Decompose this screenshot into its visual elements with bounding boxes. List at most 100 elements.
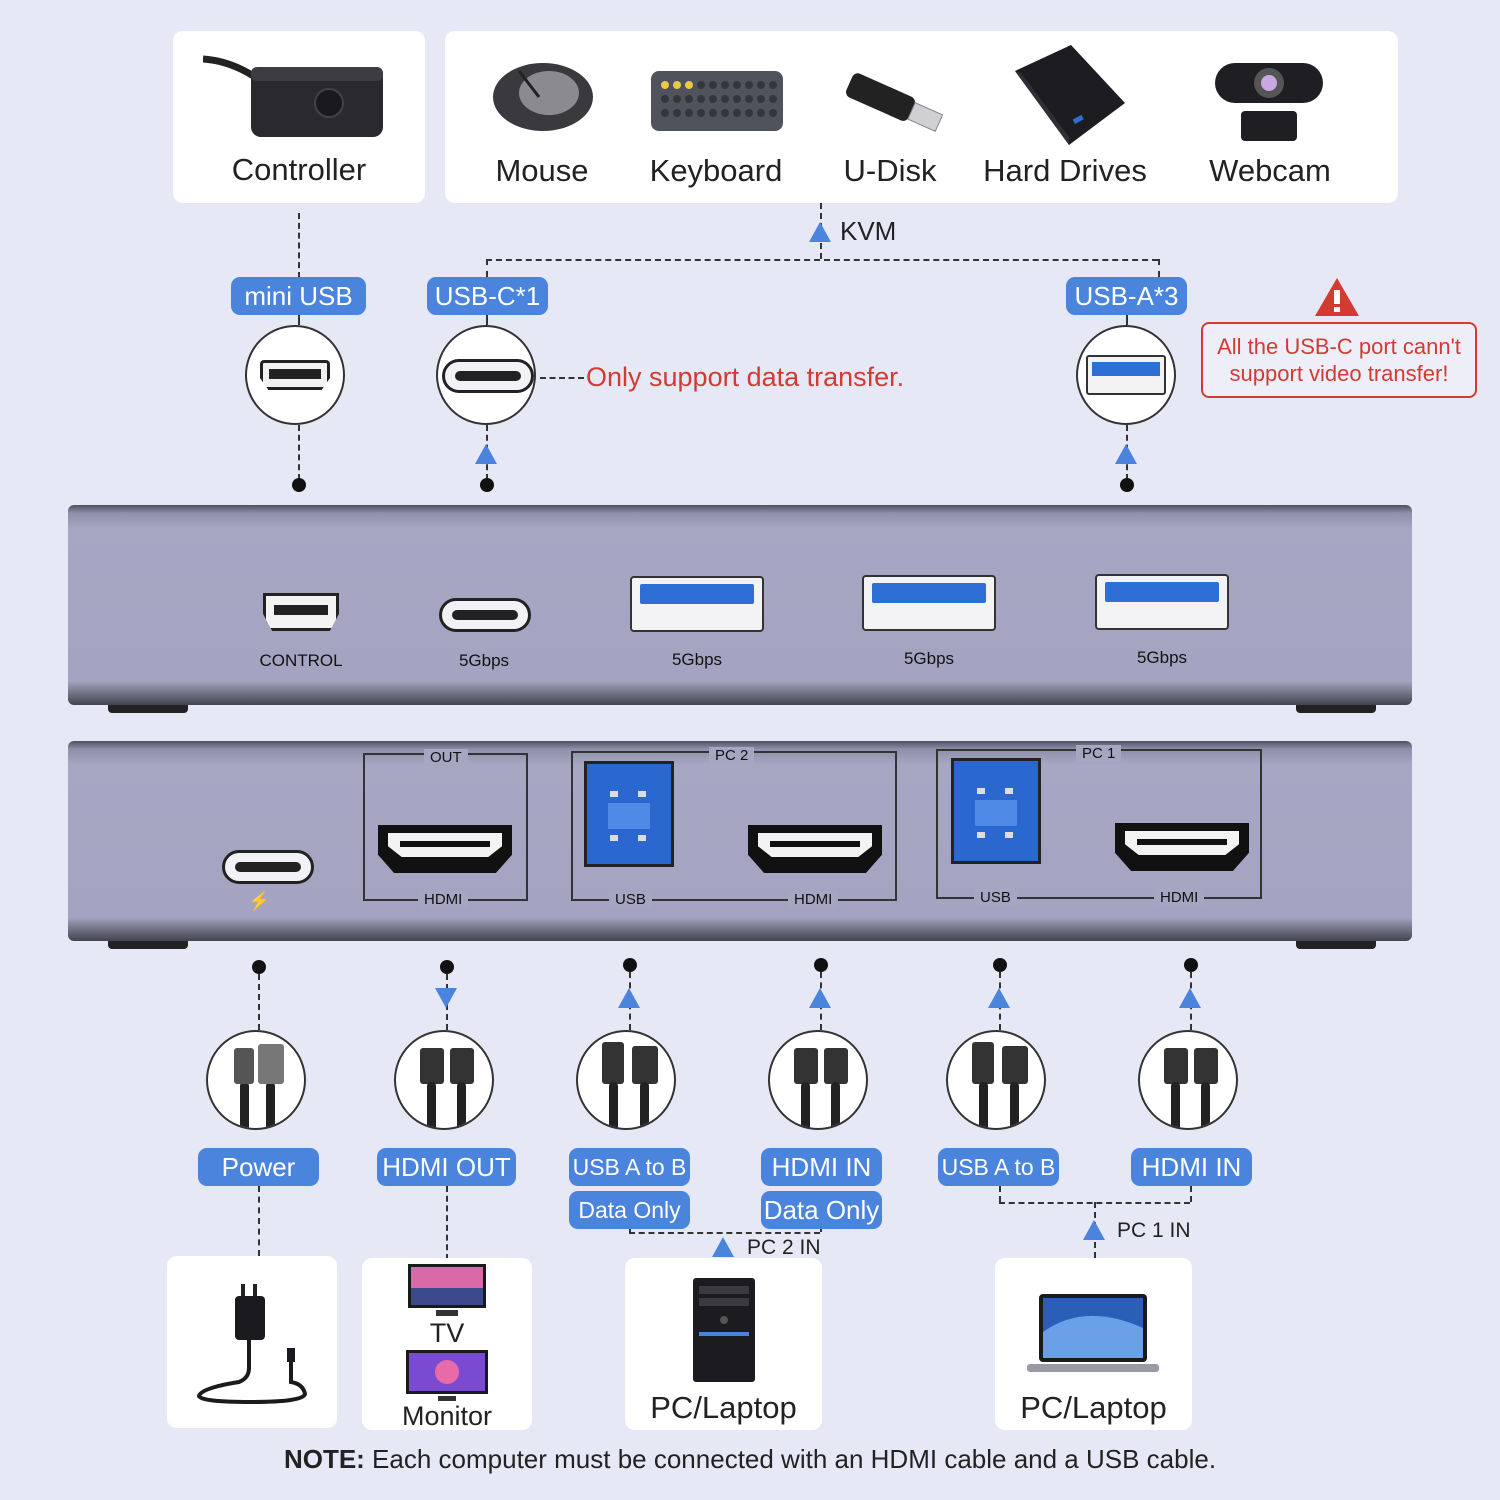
hdmi-out-line-b [446,1186,448,1260]
usb-c-pill: USB-C*1 [427,277,548,315]
control-label: CONTROL [259,651,343,670]
usb-c-arrow-icon [475,444,497,464]
controller-card: Controller [173,31,425,203]
mini-usb-port-pins [274,605,328,615]
hdmi-out-dot [440,960,454,974]
usb-c-dot [480,478,494,492]
front-usb-c-port [439,598,531,632]
webcam-label: Webcam [1209,153,1331,188]
pc1-in-arrow-icon [1083,1220,1105,1240]
desktop-pc-icon [693,1278,755,1382]
pc1-hdmi-cable-icon [1138,1030,1238,1130]
pc1-usb-pill: USB A to B [938,1148,1059,1186]
back-foot-right [1296,941,1376,949]
kvm-devices-card: Mouse Keyboard U-Disk Hard Drives Webcam [445,31,1398,203]
warning-line-2: support video transfer! [1229,361,1449,386]
hdmi-out-label: HDMI [418,891,469,908]
power-line-b [258,1186,260,1256]
udisk-label: U-Disk [843,153,937,188]
out-label: OUT [424,749,468,766]
pc1-usb-cable-icon [946,1030,1046,1130]
usbc-branch-line [486,259,488,277]
pc1-computer-card: PC/Laptop [995,1258,1192,1430]
pc1-join-right [1190,1186,1192,1202]
pc1-in-label: PC 1 IN [1117,1219,1191,1242]
power-symbol: ⚡ [248,891,271,911]
power-line-a [258,974,260,1030]
pc2-hdmi-dot [814,958,828,972]
pc2-usb-arrow-icon [618,988,640,1008]
pc2-usb-pill: USB A to B [569,1148,690,1186]
usbc-note-line [540,377,584,379]
tv-icon [408,1264,486,1316]
usb-a-line-a [1126,315,1128,325]
webcam-icon [1215,63,1323,141]
pc1-hdmi-label: HDMI [1154,889,1205,906]
pc1-usb-b-contacts [975,788,1017,838]
keyboard-label: Keyboard [649,153,783,188]
hdmi-out-port [378,825,512,873]
pc2-label: PC 2 [709,747,755,764]
pc2-computer-card: PC/Laptop [625,1258,822,1430]
pc2-usb-dot [623,958,637,972]
hdmi-out-arrow-icon [435,988,457,1008]
power-usb-c-port [222,850,314,884]
warning-box: All the USB-C port cann't support video … [1201,322,1477,398]
front-foot-left [108,705,188,713]
pc2-usb-b-contacts [608,791,650,841]
mini-usb-port-icon [245,325,345,425]
controller-icon [203,55,383,137]
note-text: NOTE: Each computer must be connected wi… [0,1444,1500,1475]
pc1-hdmi-dot [1184,958,1198,972]
kvm-back-panel: ⚡ OUT HDMI PC 2 USB HDMI PC 1 USB HDMI [68,741,1412,941]
mouse-icon [493,63,593,131]
kvm-arrow-icon [809,222,831,242]
pc2-join-right [820,1229,822,1232]
usb-a-dot [1120,478,1134,492]
pc2-in-label: PC 2 IN [747,1236,821,1259]
udisk-icon [846,73,944,132]
kvm-front-panel: CONTROL 5Gbps 5Gbps 5Gbps 5Gbps [68,505,1412,705]
pc2-usb-label: USB [609,891,652,908]
laptop-icon [1027,1294,1159,1372]
front-speed-3: 5Gbps [903,649,955,668]
mini-usb-line-b [298,425,300,480]
pc1-hdmi-port [1115,823,1249,871]
pc2-hdmi-pill: HDMI IN [761,1148,882,1186]
mini-usb-line-a [298,315,300,325]
display-card: TV Monitor [362,1258,532,1431]
front-usb-a-port-3 [1095,574,1229,630]
pc2-hdmi-cable-icon [768,1030,868,1130]
hard-drives-label: Hard Drives [983,153,1147,188]
note-body: Each computer must be connected with an … [364,1444,1217,1474]
warning-line-1: All the USB-C port cann't [1217,334,1461,359]
usbc-note: Only support data transfer. [586,362,905,392]
pc1-hdmi-pill: HDMI IN [1131,1148,1252,1186]
front-foot-right [1296,705,1376,713]
pc1-computer-label: PC/Laptop [1020,1390,1167,1425]
pc1-join-left [999,1186,1001,1202]
usb-c-line-a [486,315,488,325]
mouse-label: Mouse [495,153,589,188]
keyboard-icon [651,71,783,131]
monitor-icon [406,1350,488,1401]
power-cable-icon [206,1030,306,1130]
front-speed-2: 5Gbps [671,650,723,669]
usb-a-arrow-icon [1115,444,1137,464]
usba-branch-line [1158,259,1160,277]
pc2-in-arrow-icon [712,1237,734,1257]
power-dot [252,960,266,974]
hdmi-out-cable-icon [394,1030,494,1130]
pc1-hdmi-arrow-icon [1179,988,1201,1008]
pc2-hdmi-label: HDMI [788,891,839,908]
front-usb-a-port-1 [630,576,764,632]
front-usb-a-port-2 [862,575,996,631]
power-adapter-card [167,1256,337,1428]
pc1-usb-arrow-icon [988,988,1010,1008]
pc2-usb-data-only-pill: Data Only [569,1191,690,1229]
pc2-usb-cable-icon [576,1030,676,1130]
controller-label: Controller [231,152,367,187]
pc1-usb-label: USB [974,889,1017,906]
usb-a-port-icon [1076,325,1176,425]
front-speed-1: 5Gbps [458,651,510,670]
